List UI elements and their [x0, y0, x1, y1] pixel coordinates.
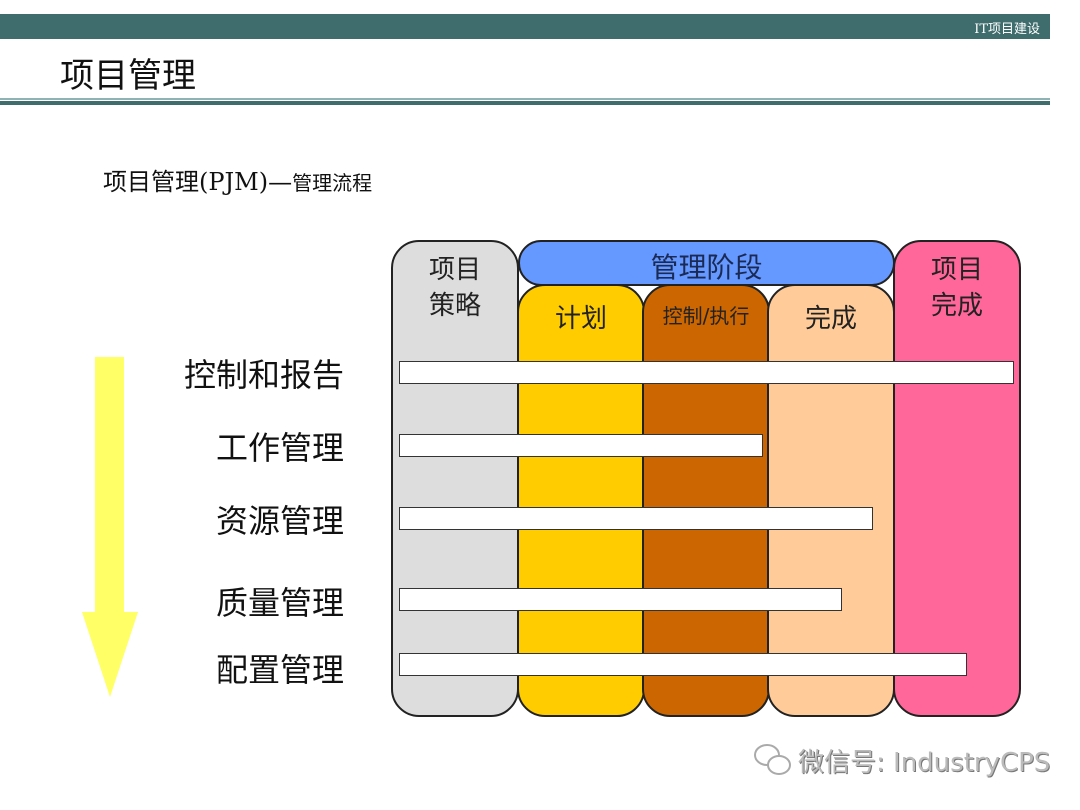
row-bar: [399, 653, 967, 676]
column-strategy-label: 项目 策略: [428, 255, 481, 321]
header-tag: IT项目建设: [974, 22, 1040, 37]
phase-banner-label: 管理阶段: [650, 251, 763, 284]
divider: [0, 101, 1050, 105]
subtitle-small: 管理流程: [292, 171, 373, 195]
column-complete-label: 完成: [804, 304, 857, 334]
row-bar: [399, 361, 1014, 384]
page-title: 项目管理: [60, 56, 196, 96]
column-project-complete-label: 项目 完成: [930, 255, 983, 321]
column-control: 控制/执行: [642, 284, 770, 717]
row-label: 配置管理: [215, 651, 344, 689]
subtitle: 项目管理(PJM)—管理流程: [103, 162, 372, 197]
column-plan-label: 计划: [554, 304, 607, 334]
divider: [0, 98, 1050, 100]
column-strategy: 项目 策略: [391, 240, 519, 717]
row-bar: [399, 434, 763, 457]
column-project-complete: 项目 完成: [893, 240, 1021, 717]
row-bar: [399, 588, 842, 611]
subtitle-main: 项目管理(PJM)—: [103, 168, 293, 196]
down-arrow-icon: [82, 357, 138, 697]
row-label: 工作管理: [215, 429, 344, 467]
column-control-label: 控制/执行: [662, 304, 750, 328]
column-complete: 完成: [767, 284, 895, 717]
wechat-icon: [754, 744, 791, 775]
row-label: 资源管理: [215, 502, 344, 540]
row-label: 控制和报告: [183, 356, 344, 394]
row-label: 质量管理: [215, 584, 344, 622]
phase-banner: 管理阶段: [518, 240, 895, 286]
watermark: 微信号: IndustryCPS: [798, 748, 1051, 778]
header-bar: IT项目建设: [0, 14, 1050, 39]
row-bar: [399, 507, 873, 530]
column-plan: 计划: [517, 284, 645, 717]
